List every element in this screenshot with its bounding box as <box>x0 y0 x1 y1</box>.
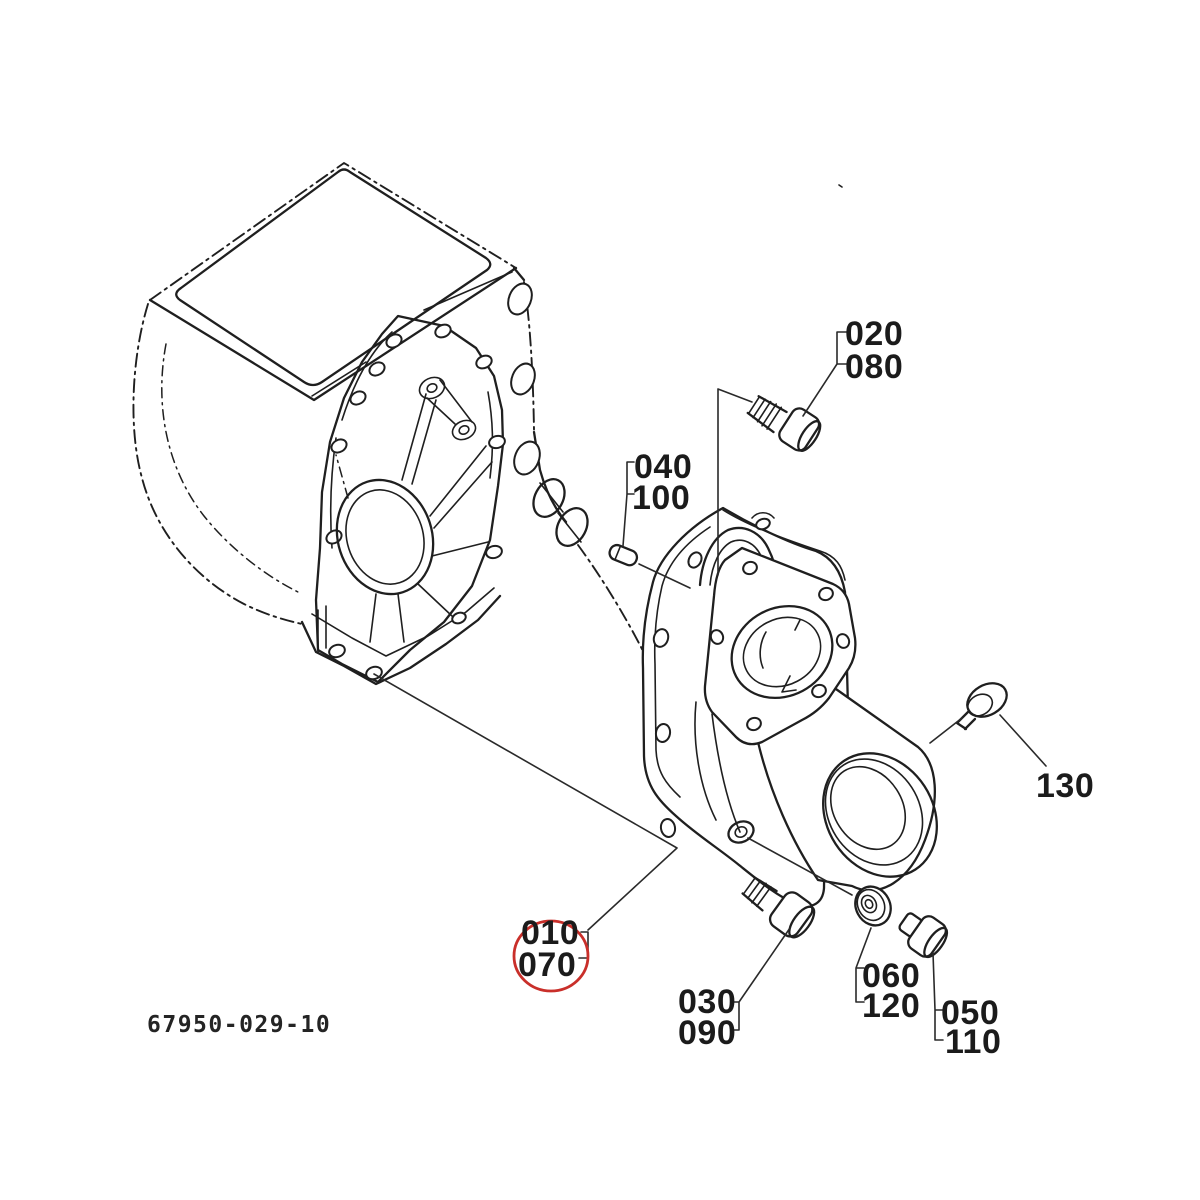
callout-020: 020 <box>845 315 903 353</box>
callout-110: 110 <box>945 1023 1001 1061</box>
cover-center-flange <box>703 546 857 746</box>
flange-bolt-holes <box>325 323 506 560</box>
callout-090: 090 <box>678 1014 736 1052</box>
housing-side-boss <box>532 478 589 547</box>
callout-100: 100 <box>632 479 690 517</box>
plug-130-illustration <box>955 682 1008 731</box>
flange-ribs <box>335 376 493 643</box>
gear-case-housing-drawing <box>132 162 646 686</box>
housing-flange-face <box>314 314 505 684</box>
cover-drain-boss <box>727 820 755 844</box>
dowel-pin-040-assembly-line <box>638 563 691 589</box>
dowel-pin-040-illustration <box>608 543 639 567</box>
callout-070: 070 <box>518 946 576 984</box>
bolt-030-illustration <box>741 876 816 939</box>
figure-part-number: 67950-029-10 <box>147 1012 331 1038</box>
bolt-020-illustration <box>746 395 822 452</box>
callout-030: 030 <box>678 983 736 1021</box>
callout-060: 060 <box>862 957 920 995</box>
callout-080: 080 <box>845 348 903 386</box>
callout-010: 010 <box>521 914 579 952</box>
highlight-circle-070 <box>512 919 590 993</box>
housing-main-bore <box>335 478 435 596</box>
callout-leaders <box>373 331 1047 1041</box>
callout-040: 040 <box>634 448 692 486</box>
stray-mark <box>838 184 843 188</box>
plug-050-illustration <box>898 912 949 959</box>
washer-060-illustration <box>747 837 892 927</box>
callout-labels: 020 080 040 100 010 070 030 090 060 120 … <box>518 315 1094 1061</box>
housing-top-panel <box>175 168 492 387</box>
case-cover-drawing <box>641 506 938 908</box>
callout-120: 120 <box>862 987 920 1025</box>
cover-tube <box>756 680 938 892</box>
callout-130: 130 <box>1036 767 1094 805</box>
callout-050: 050 <box>941 994 999 1032</box>
bolt-020-assembly-line <box>717 388 753 576</box>
